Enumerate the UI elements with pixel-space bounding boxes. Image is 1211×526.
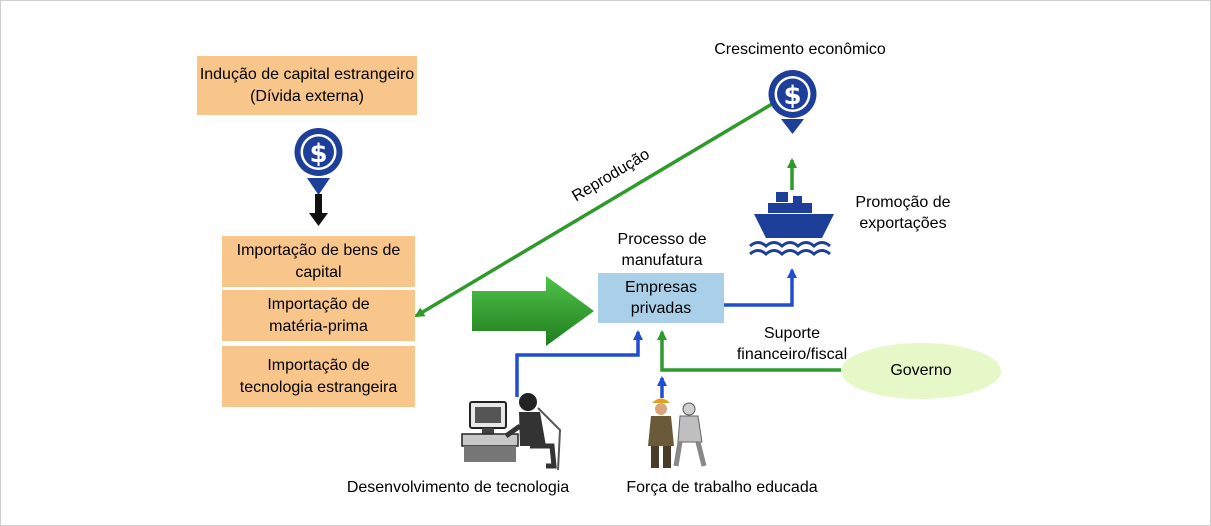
workforce-label: Força de trabalho educada xyxy=(626,479,818,496)
technology-arrow xyxy=(515,330,643,397)
foreign-capital-box: Indução de capital estrangeiro (Dívida e… xyxy=(197,56,417,115)
export-arrow xyxy=(724,268,797,307)
workers-icon xyxy=(648,398,707,468)
support-arrow xyxy=(657,330,841,372)
svg-text:$: $ xyxy=(783,81,801,111)
dollar-icon: $ xyxy=(768,70,817,134)
big-green-arrow xyxy=(472,276,594,346)
capital-goods-box: Importação de bens de capital xyxy=(222,236,415,287)
private-companies-box: Empresas privadas xyxy=(598,273,724,323)
computer-user-icon xyxy=(461,393,562,471)
ship-icon xyxy=(749,192,834,256)
export-promotion-label: Promoção de exportações xyxy=(855,194,951,232)
raw-materials-box: Importação de matéria-prima xyxy=(222,290,415,341)
svg-text:$: $ xyxy=(309,139,327,169)
dollar-icon: $ xyxy=(294,128,343,195)
reproduction-arrow xyxy=(414,102,773,318)
government-ellipse: Governo xyxy=(841,343,1001,399)
foreign-tech-box: Importação de tecnologia estrangeira xyxy=(222,346,415,407)
tech-development-label: Desenvolvimento de tecnologia xyxy=(346,479,570,496)
manufacturing-process-label: Processo de manufatura xyxy=(617,231,707,269)
support-label: Suporte financeiro/fiscal xyxy=(736,325,848,363)
economic-growth-label: Crescimento econômico xyxy=(714,41,886,58)
down-arrow-icon xyxy=(309,194,328,226)
